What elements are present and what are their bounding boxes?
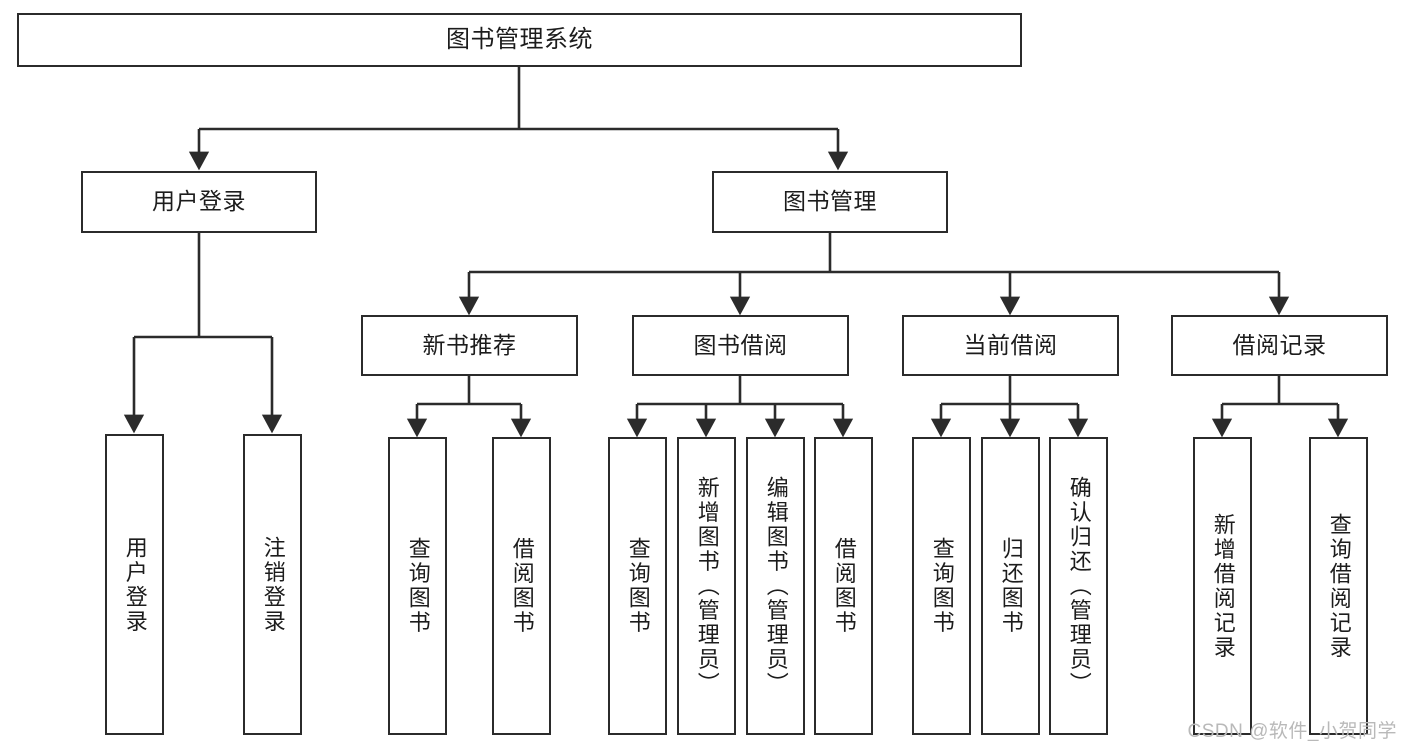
edges-bookborrow-to-leaves (626, 376, 854, 438)
edges-borrowrecord-to-leaves (1211, 376, 1349, 438)
leaf-query-book-borrow[interactable]: 查询图书 (608, 437, 667, 735)
node-label: 查询借阅记录 (1326, 512, 1352, 660)
edges-userlogin-to-leaves (123, 233, 283, 434)
leaf-query-borrow-record[interactable]: 查询借阅记录 (1309, 437, 1368, 735)
node-user-login[interactable]: 用户登录 (81, 171, 317, 233)
node-label: 新增借阅记录 (1210, 512, 1236, 660)
leaf-edit-book-admin[interactable]: 编辑图书（管理员） (746, 437, 805, 735)
leaf-add-book-admin[interactable]: 新增图书（管理员） (677, 437, 736, 735)
leaf-query-book-recommend[interactable]: 查询图书 (388, 437, 447, 735)
node-label: 新增图书（管理员） (694, 475, 720, 697)
node-book-management[interactable]: 图书管理 (712, 171, 948, 233)
node-label: 借阅记录 (1232, 331, 1327, 358)
node-current-borrow[interactable]: 当前借阅 (902, 315, 1119, 376)
edges-root-to-level2 (188, 67, 849, 171)
node-label: 注销登录 (260, 535, 286, 634)
leaf-borrow-book[interactable]: 借阅图书 (814, 437, 873, 735)
node-label: 图书管理 (783, 188, 877, 215)
node-book-borrow[interactable]: 图书借阅 (632, 315, 849, 376)
node-borrow-record[interactable]: 借阅记录 (1171, 315, 1388, 376)
node-label: 图书管理系统 (446, 25, 593, 53)
leaf-add-borrow-record[interactable]: 新增借阅记录 (1193, 437, 1252, 735)
node-label: 确认归还（管理员） (1066, 475, 1092, 697)
node-label: 用户登录 (152, 188, 246, 215)
node-label: 图书借阅 (693, 331, 788, 358)
leaf-logout-login[interactable]: 注销登录 (243, 434, 302, 735)
node-label: 编辑图书（管理员） (763, 475, 789, 697)
leaf-borrow-book-recommend[interactable]: 借阅图书 (492, 437, 551, 735)
node-label: 查询图书 (625, 537, 651, 635)
leaf-user-login[interactable]: 用户登录 (105, 434, 164, 735)
node-label: 归还图书 (998, 537, 1024, 635)
node-label: 新书推荐 (422, 331, 517, 358)
edges-bookmgmt-to-level3 (458, 233, 1290, 316)
node-label: 用户登录 (122, 535, 148, 634)
node-label: 借阅图书 (831, 537, 857, 635)
node-label: 查询图书 (929, 537, 955, 635)
csdn-watermark: CSDN @软件_小贺同学 (1187, 721, 1397, 742)
leaf-return-book[interactable]: 归还图书 (981, 437, 1040, 735)
node-label: 借阅图书 (509, 537, 535, 635)
node-label: 当前借阅 (963, 331, 1058, 358)
leaf-confirm-return-admin[interactable]: 确认归还（管理员） (1049, 437, 1108, 735)
edges-currentborrow-to-leaves (930, 376, 1089, 438)
leaf-query-book-current[interactable]: 查询图书 (912, 437, 971, 735)
edges-newbook-to-leaves (406, 376, 532, 438)
node-root-book-management-system[interactable]: 图书管理系统 (17, 13, 1022, 67)
node-label: 查询图书 (405, 537, 431, 635)
node-new-book-recommend[interactable]: 新书推荐 (361, 315, 578, 376)
